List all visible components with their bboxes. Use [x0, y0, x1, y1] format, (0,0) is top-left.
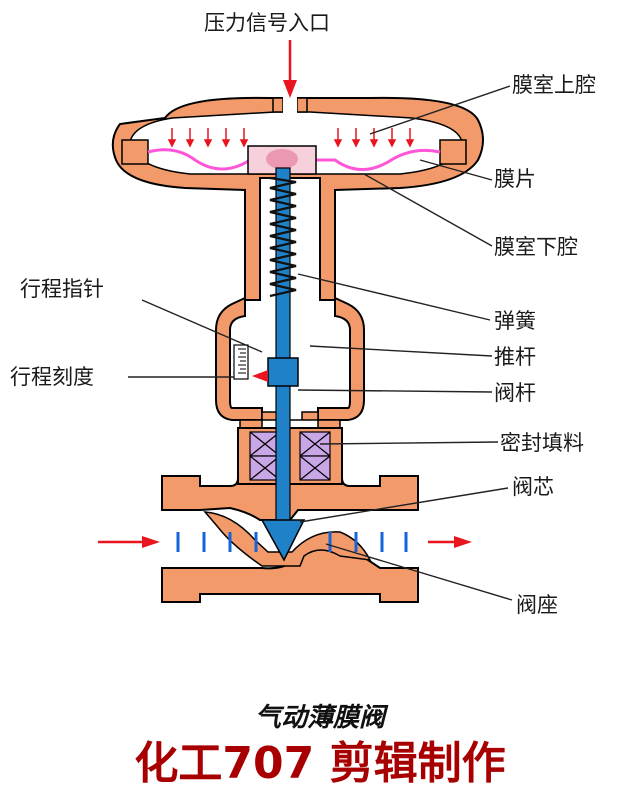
label-valve-stem: 阀杆 [494, 381, 536, 405]
push-rod [275, 167, 291, 541]
stem-assembly [260, 167, 306, 562]
plate-center [266, 149, 298, 169]
external-arrows [98, 40, 472, 548]
caption-title: 气动薄膜阀 [255, 703, 389, 733]
label-diaphragm: 膜片 [494, 167, 536, 191]
pressure-arrow-head [221, 139, 231, 148]
chamber-cavity [129, 111, 463, 175]
label-stroke-pointer: 行程指针 [20, 277, 104, 301]
inlet-arrow-head [283, 80, 297, 98]
leader-valve-seat [325, 543, 513, 601]
leader-lines [128, 85, 513, 601]
pressure-arrow-head [387, 139, 397, 148]
pressure-arrow-head [333, 139, 343, 148]
left-flange [121, 139, 149, 165]
leader-lower-chamber [363, 173, 493, 247]
label-lower-chamber: 膜室下腔 [494, 235, 578, 259]
label-spring: 弹簧 [494, 309, 536, 333]
spring-coil [269, 176, 297, 298]
stroke-scale [233, 344, 249, 380]
leader-packing [319, 441, 499, 445]
leader-stroke-pointer [141, 299, 263, 353]
seat-partition [203, 511, 372, 567]
caption-credit: 化工707 剪辑制作 [134, 738, 505, 789]
leader-spring [297, 273, 491, 321]
stem-connector [267, 357, 299, 387]
flow-in-arrow-head [142, 536, 160, 548]
pressure-arrow-head [351, 139, 361, 148]
pressure-arrow-head [369, 139, 379, 148]
yoke-frame-right [317, 296, 365, 421]
pressure-arrow-head [239, 139, 249, 148]
label-valve-core: 阀芯 [512, 475, 554, 499]
flow-marks [176, 532, 408, 552]
leader-push-rod [309, 345, 493, 357]
leader-valve-stem [297, 389, 493, 393]
diaphragm-chamber [111, 96, 484, 301]
label-stroke-scale: 行程刻度 [10, 365, 94, 389]
scale-plate [233, 344, 249, 380]
pressure-arrow-head [405, 139, 415, 148]
leader-valve-core [299, 487, 509, 523]
pressure-arrow-head [185, 139, 195, 148]
pressure-arrow-head [167, 139, 177, 148]
leader-diaphragm [419, 159, 493, 181]
stroke-pointer [252, 370, 268, 382]
pressure-arrows [167, 128, 415, 148]
right-flange [439, 139, 467, 165]
pressure-arrow-head [203, 139, 213, 148]
label-packing: 密封填料 [500, 431, 584, 455]
packing-cross-marks [249, 431, 331, 481]
scale-ticks [238, 348, 246, 374]
label-pressure-inlet: 压力信号入口 [204, 11, 330, 35]
yoke [215, 296, 365, 429]
leader-upper-chamber [369, 85, 511, 135]
flow-out-arrow-head [454, 536, 472, 548]
label-upper-chamber: 膜室上腔 [512, 73, 596, 97]
label-push-rod: 推杆 [494, 345, 536, 369]
inlet-opening [283, 96, 297, 114]
valve-plug [260, 519, 306, 562]
label-valve-seat: 阀座 [516, 593, 558, 617]
